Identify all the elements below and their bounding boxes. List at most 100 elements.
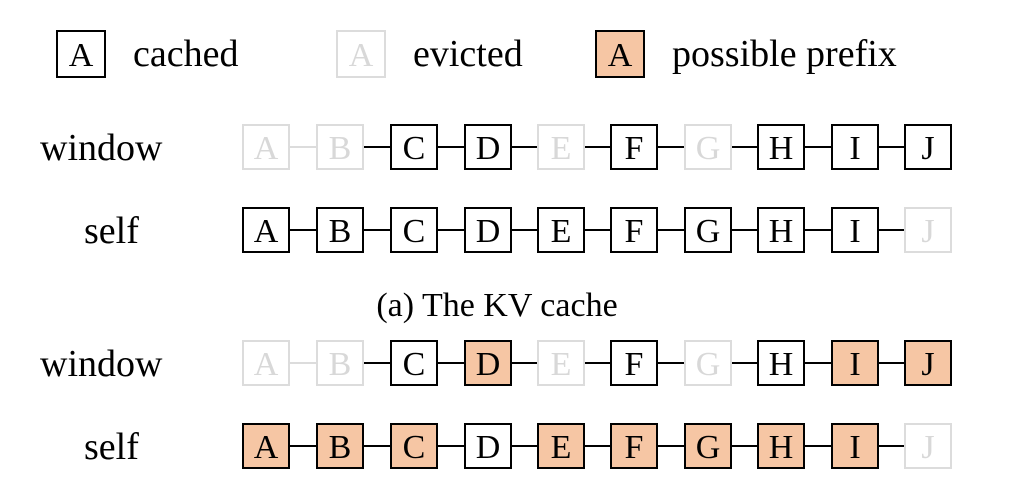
- token-a-cached-letter: A: [254, 213, 279, 250]
- token-g-prefix-box: [684, 423, 732, 469]
- token-j-evicted-box: [904, 207, 952, 253]
- token-c-cached: C: [390, 124, 438, 170]
- legend-prefix-swatch-letter: A: [608, 37, 633, 74]
- token-g-evicted-box: [684, 340, 732, 386]
- token-f-cached-box: [610, 124, 658, 170]
- token-f-cached-box: [610, 340, 658, 386]
- token-e-cached-letter: E: [551, 213, 572, 250]
- token-j-evicted: J: [904, 207, 952, 253]
- token-h-cached-letter: H: [769, 130, 794, 167]
- token-a-evicted-box: [242, 340, 290, 386]
- token-g-evicted-letter: G: [696, 130, 721, 167]
- token-f-prefix: F: [610, 423, 658, 469]
- token-f-cached: F: [610, 207, 658, 253]
- token-d-cached: D: [464, 423, 512, 469]
- token-a-prefix-box: [242, 423, 290, 469]
- token-j-cached-letter: J: [921, 130, 934, 167]
- token-e-prefix-box: [537, 423, 585, 469]
- token-g-evicted-box: [684, 124, 732, 170]
- legend-cached-label: cached: [133, 33, 238, 75]
- token-f-cached: F: [610, 340, 658, 386]
- token-j-cached: J: [904, 124, 952, 170]
- token-i-cached: I: [831, 124, 879, 170]
- legend-evicted-swatch-box: [336, 30, 386, 78]
- token-e-evicted-letter: E: [551, 346, 572, 383]
- legend-cached-swatch: A: [56, 30, 106, 78]
- legend-prefix-label: possible prefix: [672, 33, 897, 75]
- token-d-cached: D: [464, 124, 512, 170]
- token-b-evicted: B: [316, 124, 364, 170]
- token-e-evicted: E: [537, 340, 585, 386]
- token-d-cached-box: [464, 124, 512, 170]
- token-h-prefix-letter: H: [769, 429, 794, 466]
- token-g-evicted: G: [684, 340, 732, 386]
- token-e-cached-box: [537, 207, 585, 253]
- token-a-cached-box: [242, 207, 290, 253]
- token-a-evicted-letter: A: [254, 346, 279, 383]
- token-j-cached-box: [904, 124, 952, 170]
- token-j-evicted-letter: J: [921, 213, 934, 250]
- caption: (a) The KV cache: [376, 287, 617, 324]
- token-c-prefix-box: [390, 423, 438, 469]
- token-f-prefix-letter: F: [625, 429, 644, 466]
- token-a-evicted-box: [242, 124, 290, 170]
- row-label-self: self: [84, 210, 139, 252]
- token-a-evicted-letter: A: [254, 130, 279, 167]
- token-b-evicted: B: [316, 340, 364, 386]
- token-f-cached-box: [610, 207, 658, 253]
- token-c-cached: C: [390, 340, 438, 386]
- token-c-cached-box: [390, 207, 438, 253]
- token-a-prefix-letter: A: [254, 429, 279, 466]
- token-i-cached-letter: I: [849, 130, 860, 167]
- token-h-cached: H: [757, 207, 805, 253]
- token-d-cached-letter: D: [476, 213, 501, 250]
- token-b-evicted-box: [316, 124, 364, 170]
- token-h-cached: H: [757, 124, 805, 170]
- legend-prefix-swatch-box: [595, 30, 645, 78]
- token-f-cached: F: [610, 124, 658, 170]
- token-h-cached-box: [757, 340, 805, 386]
- token-c-cached-letter: C: [403, 213, 426, 250]
- token-d-cached: D: [464, 207, 512, 253]
- token-i-cached-box: [831, 124, 879, 170]
- legend-evicted-swatch: A: [336, 30, 386, 78]
- token-i-prefix: I: [831, 423, 879, 469]
- token-h-prefix-box: [757, 423, 805, 469]
- token-b-cached-letter: B: [329, 213, 352, 250]
- token-g-cached-letter: G: [696, 213, 721, 250]
- token-j-evicted-letter: J: [921, 429, 934, 466]
- token-d-prefix-letter: D: [476, 346, 501, 383]
- token-e-evicted-box: [537, 124, 585, 170]
- token-f-prefix-box: [610, 423, 658, 469]
- token-i-prefix-box: [831, 423, 879, 469]
- token-i-cached: I: [831, 207, 879, 253]
- token-h-prefix: H: [757, 423, 805, 469]
- legend-cached-swatch-box: [56, 30, 106, 78]
- token-a-cached: A: [242, 207, 290, 253]
- token-i-prefix-box: [831, 340, 879, 386]
- token-d-prefix-box: [464, 340, 512, 386]
- token-e-prefix: E: [537, 423, 585, 469]
- legend-evicted-label: evicted: [413, 33, 523, 75]
- token-d-cached-letter: D: [476, 429, 501, 466]
- token-f-cached-letter: F: [625, 213, 644, 250]
- token-g-prefix-letter: G: [696, 429, 721, 466]
- token-i-prefix-letter: I: [849, 429, 860, 466]
- token-c-prefix-letter: C: [403, 429, 426, 466]
- token-e-cached: E: [537, 207, 585, 253]
- token-h-cached-letter: H: [769, 346, 794, 383]
- token-i-cached-letter: I: [849, 213, 860, 250]
- token-c-cached-box: [390, 124, 438, 170]
- token-j-evicted-box: [904, 423, 952, 469]
- token-h-cached-box: [757, 207, 805, 253]
- token-g-evicted: G: [684, 124, 732, 170]
- row-label-self: self: [84, 426, 139, 468]
- token-g-prefix: G: [684, 423, 732, 469]
- token-b-evicted-letter: B: [329, 346, 352, 383]
- token-a-evicted: A: [242, 124, 290, 170]
